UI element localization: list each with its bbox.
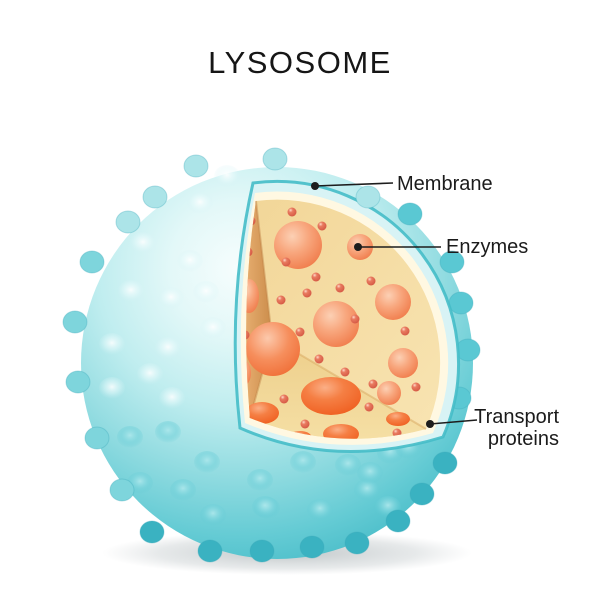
transport-protein-bump	[355, 185, 381, 209]
transport-protein-bump	[200, 317, 226, 339]
floor-enzyme-blob	[323, 424, 359, 439]
transport-protein-bump	[299, 535, 325, 559]
transport-protein-bumps-over-cut	[355, 185, 381, 209]
transport-protein-bump	[142, 185, 168, 209]
transport-protein-bump	[409, 482, 435, 506]
transport-protein-bump	[99, 333, 125, 355]
transport-protein-bump	[155, 337, 181, 359]
transport-protein-bump	[115, 210, 141, 234]
transport-protein-bump	[118, 280, 144, 302]
transport-protein-bump	[357, 462, 383, 484]
transport-protein-bump	[448, 291, 474, 315]
enzyme	[274, 221, 322, 269]
transport-protein-bump	[109, 478, 135, 502]
transport-protein-bump	[177, 250, 203, 272]
transport-protein-bump	[84, 426, 110, 450]
enzyme-granule-dot	[364, 402, 374, 412]
enzyme	[377, 381, 401, 405]
floor-enzyme-blob	[301, 377, 361, 415]
enzyme-granule-dot	[400, 326, 410, 336]
cutaway-section	[233, 179, 461, 453]
transport-protein-bump	[193, 281, 219, 303]
leader-dot-transport	[426, 420, 434, 428]
floor-enzyme-blob	[386, 412, 410, 426]
transport-protein-bump	[155, 421, 181, 443]
transport-protein-bump	[432, 451, 458, 475]
transport-protein-bump	[200, 504, 226, 526]
transport-protein-bump	[249, 539, 275, 563]
enzyme-granule-dot	[368, 379, 378, 389]
enzyme-granule-dot	[281, 257, 291, 267]
label-transport-line1: Transport	[474, 406, 559, 428]
enzyme-granule-dot	[411, 382, 421, 392]
enzyme-granule-dot	[295, 327, 305, 337]
transport-protein-bump	[290, 451, 316, 473]
transport-protein-bump	[158, 287, 184, 309]
leader-lines	[311, 182, 478, 428]
leader-dot-membrane	[311, 182, 319, 190]
enzyme	[375, 284, 411, 320]
transport-protein-bump	[344, 531, 370, 555]
transport-protein-bump	[354, 479, 380, 501]
enzyme-granule-dot	[317, 221, 327, 231]
enzyme-granule-dot	[287, 207, 297, 217]
transport-protein-bump	[247, 469, 273, 491]
transport-protein-bump	[99, 377, 125, 399]
transport-protein-bump	[335, 454, 361, 476]
transport-protein-bump	[385, 509, 411, 533]
transport-protein-bump	[159, 387, 185, 409]
transport-protein-bump	[170, 479, 196, 501]
enzyme	[388, 348, 418, 378]
wall-enzyme-blob	[246, 279, 259, 313]
enzyme-granule-dot	[350, 314, 360, 324]
transport-protein-bump	[130, 232, 156, 254]
transport-protein-bump	[139, 520, 165, 544]
leader-line-membrane	[314, 182, 394, 187]
transport-protein-bump	[197, 539, 223, 563]
label-enzymes: Enzymes	[446, 236, 529, 258]
enzyme-granule-dot	[366, 276, 376, 286]
transport-protein-bump	[397, 202, 423, 226]
floor-enzyme-blobs	[246, 377, 410, 439]
enzyme-granule-dot	[302, 288, 312, 298]
transport-protein-bump	[183, 154, 209, 178]
corner-enzyme-blob	[246, 322, 300, 376]
transport-protein-bump	[307, 499, 333, 521]
transport-protein-bump	[65, 370, 91, 394]
transport-protein-bump	[137, 363, 163, 385]
transport-protein-bump	[194, 451, 220, 473]
label-membrane: Membrane	[397, 173, 493, 195]
enzyme-granule-dot	[300, 419, 310, 429]
enzyme-granule-dot	[311, 272, 321, 282]
label-transport-line2: proteins	[487, 428, 559, 450]
leader-dot-enzymes	[354, 243, 362, 251]
transport-protein-bump	[439, 250, 465, 274]
floor-enzyme-blob	[246, 402, 279, 424]
enzyme-granule-dot	[340, 367, 350, 377]
enzyme-granule-dot	[314, 354, 324, 364]
transport-protein-bump	[62, 310, 88, 334]
transport-protein-bump	[117, 426, 143, 448]
transport-protein-bump	[262, 147, 288, 171]
transport-protein-bump	[187, 192, 213, 214]
enzyme-granule-dot	[276, 295, 286, 305]
enzyme	[313, 301, 359, 347]
enzyme-granule-dot	[246, 330, 250, 340]
label-transport-proteins: Transport proteins	[429, 406, 559, 450]
transport-protein-bump	[79, 250, 105, 274]
page-title: LYSOSOME	[208, 45, 392, 80]
enzyme-granule-dot	[335, 283, 345, 293]
transport-protein-bump	[252, 496, 278, 518]
transport-protein-bump	[214, 165, 240, 187]
corner-enzyme-blob	[246, 322, 300, 376]
leader-line-transport	[429, 419, 478, 425]
enzyme-granule-dot	[279, 394, 289, 404]
